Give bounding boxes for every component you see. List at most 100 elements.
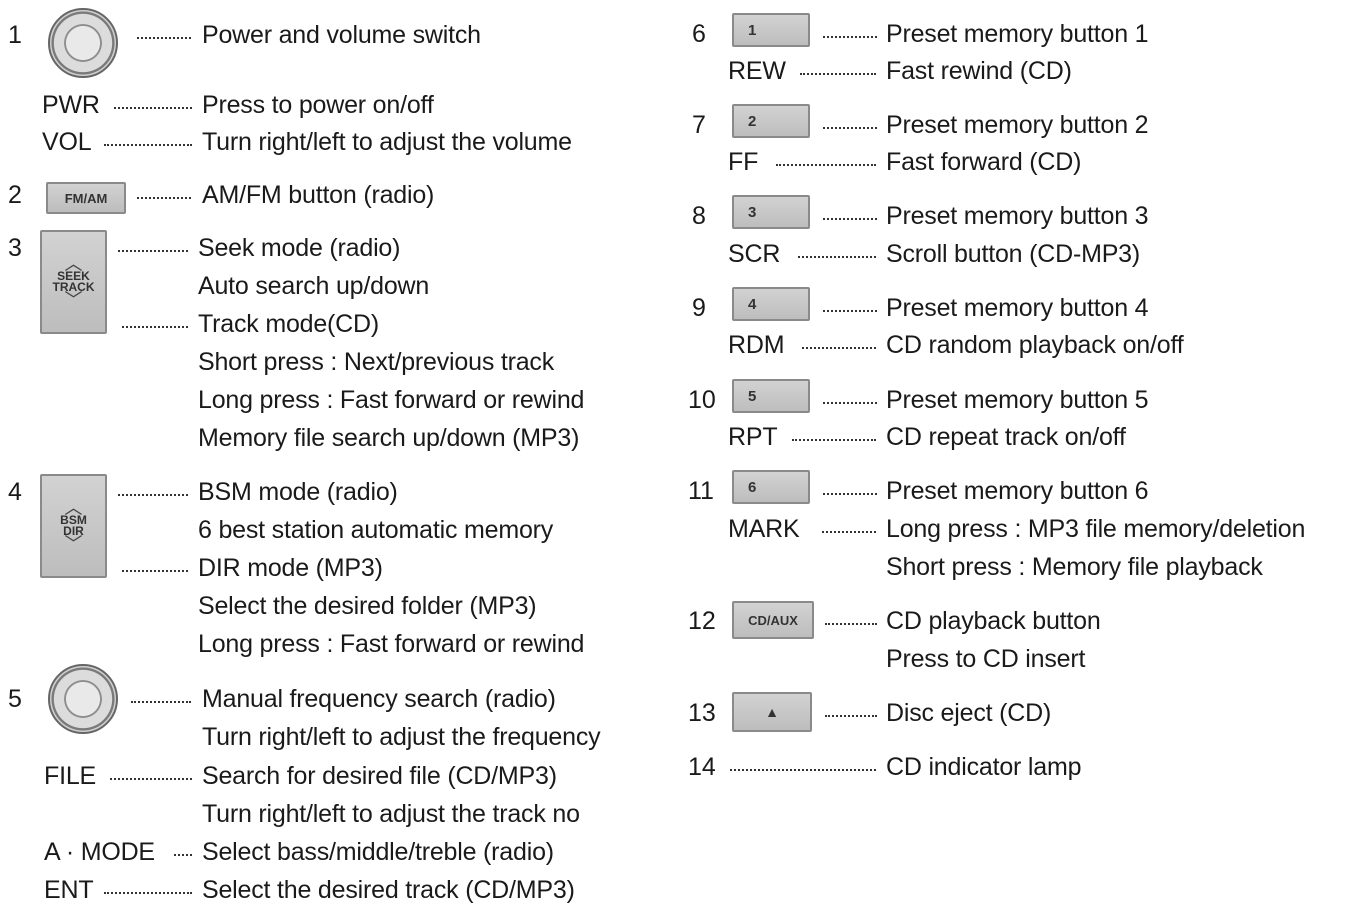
leader-dots xyxy=(823,385,877,415)
leader-dots xyxy=(800,56,876,86)
vol-desc: Turn right/left to adjust the volume xyxy=(202,128,572,156)
cd-aux-button-icon: CD/AUX xyxy=(732,601,814,639)
mark-desc-2: Short press : Memory file playback xyxy=(886,553,1263,581)
tune-knob-icon xyxy=(48,664,118,734)
chevron-down-icon: ﹀ xyxy=(64,290,83,310)
preset-6-button-icon: 6 xyxy=(732,470,810,504)
dir-mode-desc-2: Select the desired folder (MP3) xyxy=(198,592,537,620)
leader-dots xyxy=(802,330,876,360)
leader-dots xyxy=(730,752,876,782)
item-number-6: 6 xyxy=(692,20,706,48)
leader-dots xyxy=(823,476,877,506)
preset-3-button-icon: 3 xyxy=(732,195,810,229)
chevron-down-icon: ﹀ xyxy=(64,534,83,554)
chevron-up-icon: ︿ xyxy=(64,498,83,518)
leader-dots xyxy=(114,90,192,120)
pwr-desc: Press to power on/off xyxy=(202,91,434,119)
preset-1-desc: Preset memory button 1 xyxy=(886,20,1149,48)
amode-key: A · MODE xyxy=(44,838,155,866)
preset-6-desc: Preset memory button 6 xyxy=(886,477,1149,505)
preset-1-button-icon: 1 xyxy=(732,13,810,47)
file-desc-2: Turn right/left to adjust the track no xyxy=(202,800,580,828)
leader-dots xyxy=(823,201,877,231)
bsm-mode-desc-2: 6 best station automatic memory xyxy=(198,516,554,544)
mark-key: MARK xyxy=(728,515,800,543)
rpt-desc: CD repeat track on/off xyxy=(886,423,1126,451)
item-number-14: 14 xyxy=(688,753,716,781)
fm-am-desc: AM/FM button (radio) xyxy=(202,181,435,209)
rpt-key: RPT xyxy=(728,423,778,451)
pwr-key: PWR xyxy=(42,91,100,119)
ff-desc: Fast forward (CD) xyxy=(886,148,1082,176)
leader-dots xyxy=(104,127,192,157)
leader-dots xyxy=(137,180,191,210)
dir-mode-desc: DIR mode (MP3) xyxy=(198,554,383,582)
leader-dots xyxy=(104,875,192,905)
power-volume-knob-icon xyxy=(48,8,118,78)
item-number-3: 3 xyxy=(8,234,22,262)
track-mode-desc-2: Short press : Next/previous track xyxy=(198,348,555,376)
eject-icon: ▲ xyxy=(732,692,812,732)
item-number-5: 5 xyxy=(8,685,22,713)
item-number-13: 13 xyxy=(688,699,716,727)
power-volume-desc: Power and volume switch xyxy=(202,21,481,49)
mark-desc: Long press : MP3 file memory/deletion xyxy=(886,515,1306,543)
item-number-4: 4 xyxy=(8,478,22,506)
cd-aux-desc: CD playback button xyxy=(886,607,1101,635)
preset-5-button-icon: 5 xyxy=(732,379,810,413)
leader-dots xyxy=(118,233,188,263)
rew-desc: Fast rewind (CD) xyxy=(886,57,1072,85)
item-number-7: 7 xyxy=(692,111,706,139)
tune-desc-2: Turn right/left to adjust the frequency xyxy=(202,723,601,751)
item-number-2: 2 xyxy=(8,181,22,209)
file-desc: Search for desired file (CD/MP3) xyxy=(202,762,557,790)
ent-key: ENT xyxy=(44,876,94,904)
seek-label: SEEK xyxy=(57,269,90,283)
bsm-mode-desc: BSM mode (radio) xyxy=(198,478,398,506)
cd-lamp-desc: CD indicator lamp xyxy=(886,753,1082,781)
chevron-up-icon: ︿ xyxy=(64,254,83,274)
leader-dots xyxy=(110,761,192,791)
item-number-10: 10 xyxy=(688,386,716,414)
preset-5-desc: Preset memory button 5 xyxy=(886,386,1149,414)
scr-key: SCR xyxy=(728,240,781,268)
eject-desc: Disc eject (CD) xyxy=(886,699,1052,727)
leader-dots xyxy=(823,110,877,140)
leader-dots xyxy=(776,147,876,177)
bsm-dir-button-icon: ︿ BSM DIR ﹀ xyxy=(40,474,107,578)
preset-4-button-icon: 4 xyxy=(732,287,810,321)
scr-desc: Scroll button (CD-MP3) xyxy=(886,240,1140,268)
dir-label: DIR xyxy=(63,524,84,538)
track-mode-desc-4: Memory file search up/down (MP3) xyxy=(198,424,580,452)
leader-dots xyxy=(798,239,876,269)
leader-dots xyxy=(122,553,188,583)
preset-2-desc: Preset memory button 2 xyxy=(886,111,1149,139)
leader-dots xyxy=(823,293,877,323)
leader-dots xyxy=(137,20,191,50)
amode-desc: Select bass/middle/treble (radio) xyxy=(202,838,554,866)
bsm-label: BSM xyxy=(60,513,87,527)
seek-track-button-icon: ︿ SEEK TRACK ﹀ xyxy=(40,230,107,334)
tune-desc: Manual frequency search (radio) xyxy=(202,685,556,713)
rdm-key: RDM xyxy=(728,331,785,359)
rew-key: REW xyxy=(728,57,786,85)
item-number-8: 8 xyxy=(692,202,706,230)
file-key: FILE xyxy=(44,762,96,790)
preset-4-desc: Preset memory button 4 xyxy=(886,294,1149,322)
leader-dots xyxy=(792,422,876,452)
track-label: TRACK xyxy=(52,280,95,294)
vol-key: VOL xyxy=(42,128,92,156)
seek-mode-desc-2: Auto search up/down xyxy=(198,272,430,300)
leader-dots xyxy=(822,514,876,544)
ff-key: FF xyxy=(728,148,759,176)
dir-mode-desc-3: Long press : Fast forward or rewind xyxy=(198,630,585,658)
track-mode-desc: Track mode(CD) xyxy=(198,310,380,338)
leader-dots xyxy=(823,19,877,49)
item-number-9: 9 xyxy=(692,294,706,322)
cd-aux-desc-2: Press to CD insert xyxy=(886,645,1086,673)
leader-dots xyxy=(131,684,191,714)
preset-3-desc: Preset memory button 3 xyxy=(886,202,1149,230)
ent-desc: Select the desired track (CD/MP3) xyxy=(202,876,575,904)
fm-am-button-icon: FM/AM xyxy=(46,182,126,214)
item-number-12: 12 xyxy=(688,607,716,635)
